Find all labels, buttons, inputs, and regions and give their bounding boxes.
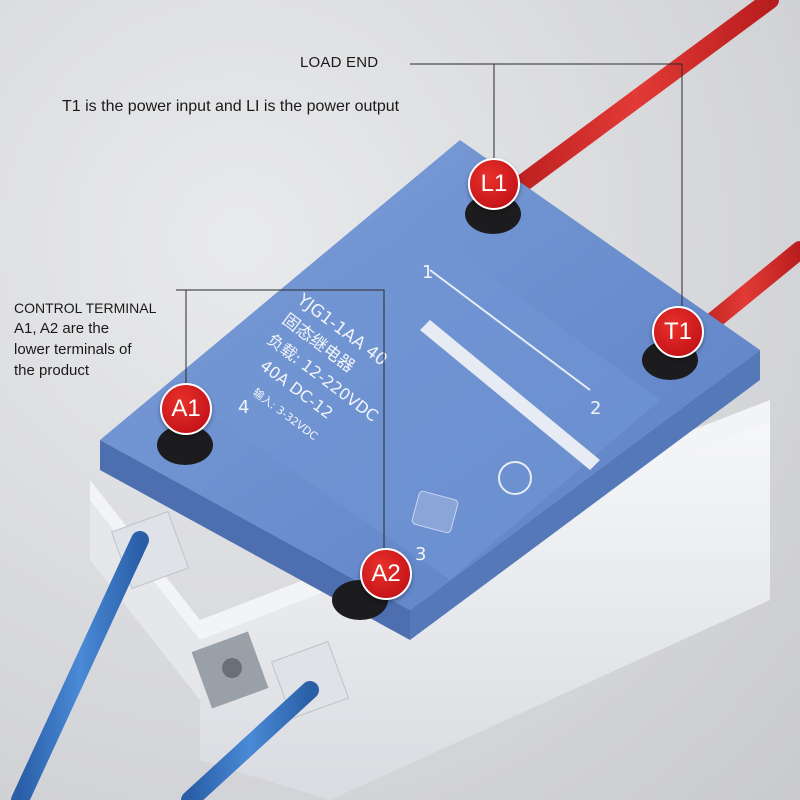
terminal-badge-l1: L1 bbox=[468, 158, 520, 210]
pin-2-label: 2 bbox=[590, 398, 601, 419]
control-bracket bbox=[176, 289, 385, 548]
label-plate bbox=[190, 210, 660, 580]
load-end-description: T1 is the power input and LI is the powe… bbox=[62, 98, 400, 115]
pin-3-label: 3 bbox=[415, 544, 426, 565]
control-terminal-line: lower terminals of bbox=[14, 341, 132, 358]
blue-wire-a2 bbox=[181, 681, 319, 800]
housing-front-lip bbox=[100, 440, 410, 640]
control-terminal-title: CONTROL TERMINAL bbox=[14, 300, 157, 316]
control-terminal-line: the product bbox=[14, 362, 90, 379]
hole-a1 bbox=[157, 425, 213, 465]
base-front bbox=[200, 420, 770, 800]
base-side-left bbox=[90, 500, 200, 700]
callout-lines bbox=[176, 63, 683, 548]
load-end-label: LOAD END bbox=[300, 54, 379, 71]
terminal-badge-a1: A1 bbox=[160, 383, 212, 435]
red-wire-l1 bbox=[491, 0, 779, 209]
pin-1-label: 1 bbox=[422, 262, 433, 283]
certification-mark-icon bbox=[498, 461, 532, 495]
terminal-badge-t1: T1 bbox=[652, 306, 704, 358]
circuit-line bbox=[429, 269, 591, 391]
terminal-badge-a2: A2 bbox=[360, 548, 412, 600]
load-end-bracket bbox=[410, 63, 683, 306]
led-indicator bbox=[411, 490, 459, 534]
pin-4-label: 4 bbox=[238, 397, 249, 418]
metal-tab-hole bbox=[222, 658, 242, 678]
circuit-bar bbox=[420, 320, 600, 470]
housing-right-lip bbox=[410, 350, 760, 640]
control-terminal-line: A1, A2 are the bbox=[14, 320, 110, 337]
blue-wire-a1 bbox=[11, 531, 149, 800]
